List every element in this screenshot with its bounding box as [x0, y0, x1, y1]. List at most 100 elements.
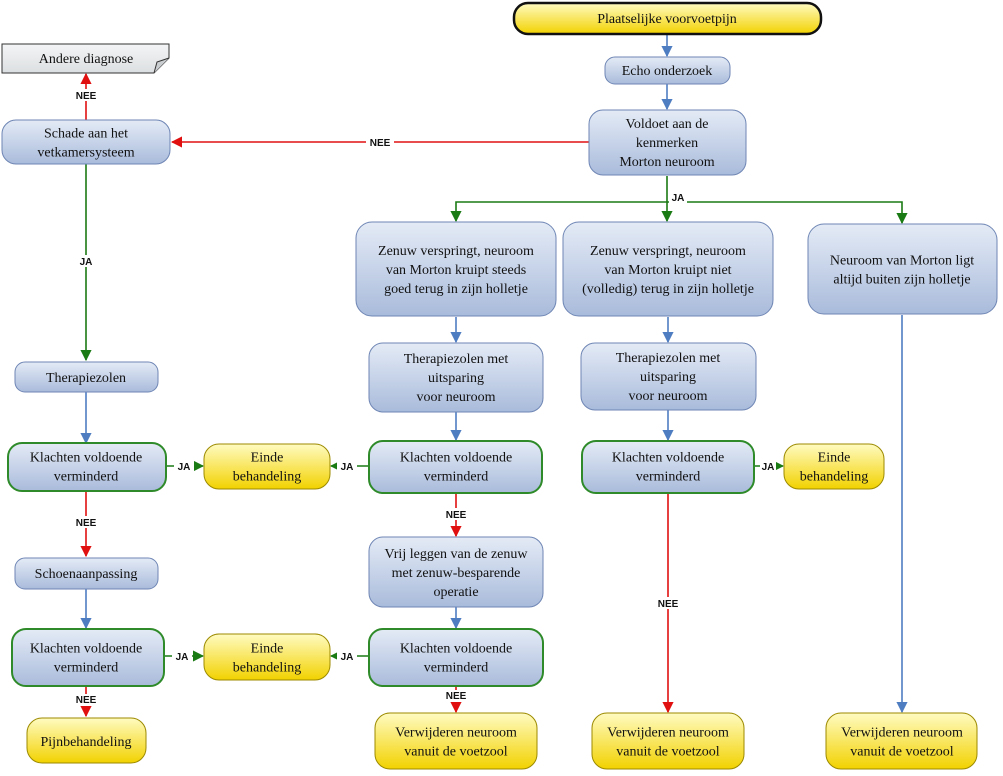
- node-label-line: Voldoet aan de: [626, 117, 709, 132]
- node-therapiezolen-left-label: Therapiezolen: [46, 371, 126, 386]
- edge-voldoet-neuroom-c: [667, 201, 908, 225]
- node-label-line: verminderd: [636, 470, 701, 485]
- node-label-line: Einde: [818, 451, 851, 466]
- node-label-line: behandeling: [233, 661, 301, 676]
- node-echo-label: Echo onderzoek: [622, 64, 713, 79]
- edge-label-ja-a2: JA: [341, 652, 354, 663]
- node-label-line: vanuit de voetzool: [850, 745, 954, 760]
- node-label-line: Therapiezolen met: [616, 351, 721, 366]
- node-label-line: Therapiezolen: [46, 371, 126, 386]
- node-label-line: Klachten voldoende: [30, 451, 142, 466]
- node-vrij-leggen: Vrij leggen van de zenuw met zenuw-bespar…: [368, 536, 544, 608]
- edge-voldoet-split: [450, 176, 668, 223]
- node-label-line: (volledig) terug in zijn holletje: [582, 282, 754, 297]
- node-pijnbehandeling: Pijnbehandeling: [26, 717, 147, 764]
- node-schade-label: Schade aan het vetkamersysteem: [37, 127, 134, 161]
- node-klachten-left-2: Klachten voldoende verminderd: [11, 628, 165, 687]
- node-label-line: Klachten voldoende: [30, 642, 142, 657]
- node-echo-onderzoek: Echo onderzoek: [604, 56, 731, 85]
- node-label-line: Schade aan het: [44, 127, 128, 142]
- node-zenuw-b-label: Zenuw verspringt, neuroom van Morton krui…: [582, 244, 754, 297]
- node-verwijderen-a: Verwijderen neuroom vanuit de voetzool: [374, 712, 538, 770]
- node-label-line: Klachten voldoende: [612, 451, 724, 466]
- edge-label-nee-andere: NEE: [76, 91, 97, 102]
- node-label-line: altijd buiten zijn holletje: [833, 273, 970, 288]
- node-label-line: operatie: [433, 585, 478, 600]
- node-label-line: verminderd: [424, 470, 489, 485]
- node-start-label: Plaatselijke voorvoetpijn: [597, 12, 737, 27]
- node-label-line: Vrij leggen van de zenuw: [385, 547, 529, 562]
- node-einde-left-2: Einde behandeling: [203, 633, 331, 681]
- node-vrij-label: Vrij leggen van de zenuw met zenuw-bespar…: [385, 547, 529, 600]
- node-therapiezolen-left: Therapiezolen: [14, 361, 159, 393]
- node-neuroom-c: Neuroom van Morton ligt altijd buiten zij…: [807, 223, 998, 315]
- node-label-line: verminderd: [424, 661, 489, 676]
- node-neuroom-c-label: Neuroom van Morton ligt altijd buiten zij…: [830, 254, 974, 288]
- node-andere-label: Andere diagnose: [39, 52, 133, 67]
- edge-labels: NEE NEE JA JA JA JA NEE NEE JA NEE JA JA…: [74, 89, 776, 706]
- node-label-line: kenmerken: [636, 136, 698, 151]
- node-label-line: goed terug in zijn holletje: [384, 282, 528, 297]
- node-klachten-a: Klachten voldoende verminderd: [368, 440, 543, 494]
- node-label-line: vanuit de voetzool: [404, 745, 508, 760]
- node-klachten-a2-label: Klachten voldoende verminderd: [400, 642, 512, 676]
- node-label-line: behandeling: [233, 470, 301, 485]
- node-schade: Schade aan het vetkamersysteem: [1, 119, 171, 165]
- node-label-line: Verwijderen neuroom: [607, 726, 729, 741]
- node-pijn-label: Pijnbehandeling: [41, 735, 132, 750]
- edge-label-nee-a2: NEE: [446, 691, 467, 702]
- node-schoen-label: Schoenaanpassing: [35, 567, 138, 582]
- node-label-line: Einde: [251, 451, 284, 466]
- node-label-line: Echo onderzoek: [622, 64, 713, 79]
- node-label-line: Therapiezolen met: [404, 352, 509, 367]
- edge-label-ja-voldoet: JA: [672, 193, 685, 204]
- edge-label-nee-l2: NEE: [76, 695, 97, 706]
- edge-label-ja-l1: JA: [178, 462, 191, 473]
- node-label-line: van Morton kruipt niet: [604, 263, 731, 278]
- node-klachten-left-1-label: Klachten voldoende verminderd: [30, 451, 142, 485]
- node-label-line: Neuroom van Morton ligt: [830, 254, 974, 269]
- node-klachten-left-2-label: Klachten voldoende verminderd: [30, 642, 142, 676]
- node-klachten-a-label: Klachten voldoende verminderd: [400, 451, 512, 485]
- node-label-line: Klachten voldoende: [400, 642, 512, 657]
- node-zenuw-b: Zenuw verspringt, neuroom van Morton krui…: [562, 221, 774, 317]
- node-label-line: met zenuw-besparende: [392, 566, 521, 581]
- node-label-line: Schoenaanpassing: [35, 567, 138, 582]
- node-label-line: verminderd: [54, 470, 119, 485]
- node-verwijderen-c: Verwijderen neuroom vanuit de voetzool: [825, 712, 978, 770]
- edge-label-ja-schade: JA: [80, 257, 93, 268]
- node-label-line: voor neuroom: [417, 390, 496, 405]
- edge-label-ja-b: JA: [762, 462, 775, 473]
- node-label-line: Zenuw verspringt, neuroom: [590, 244, 746, 259]
- node-label-line: Einde: [251, 642, 284, 657]
- node-start: Plaatselijke voorvoetpijn: [512, 1, 823, 36]
- node-label-line: Verwijderen neuroom: [395, 726, 517, 741]
- edge-label-nee-a: NEE: [446, 510, 467, 521]
- node-verwijderen-a-label: Verwijderen neuroom vanuit de voetzool: [395, 726, 517, 760]
- node-andere-diagnose: Andere diagnose: [1, 43, 170, 74]
- node-label-line: Morton neuroom: [619, 155, 714, 170]
- node-label-line: Klachten voldoende: [400, 451, 512, 466]
- node-label-line: vetkamersysteem: [37, 146, 134, 161]
- node-label-line: Verwijderen neuroom: [841, 726, 963, 741]
- edge-label-nee-l1: NEE: [76, 518, 97, 529]
- node-klachten-b-label: Klachten voldoende verminderd: [612, 451, 724, 485]
- node-label-line: Zenuw verspringt, neuroom: [378, 244, 534, 259]
- edge-label-nee-schade: NEE: [370, 138, 391, 149]
- node-einde-left-1: Einde behandeling: [203, 443, 331, 490]
- node-label-line: Andere diagnose: [39, 52, 133, 67]
- edge-label-ja-a: JA: [341, 462, 354, 473]
- node-label-line: verminderd: [54, 661, 119, 676]
- edge-label-nee-b: NEE: [658, 599, 679, 610]
- node-label-line: Pijnbehandeling: [41, 735, 132, 750]
